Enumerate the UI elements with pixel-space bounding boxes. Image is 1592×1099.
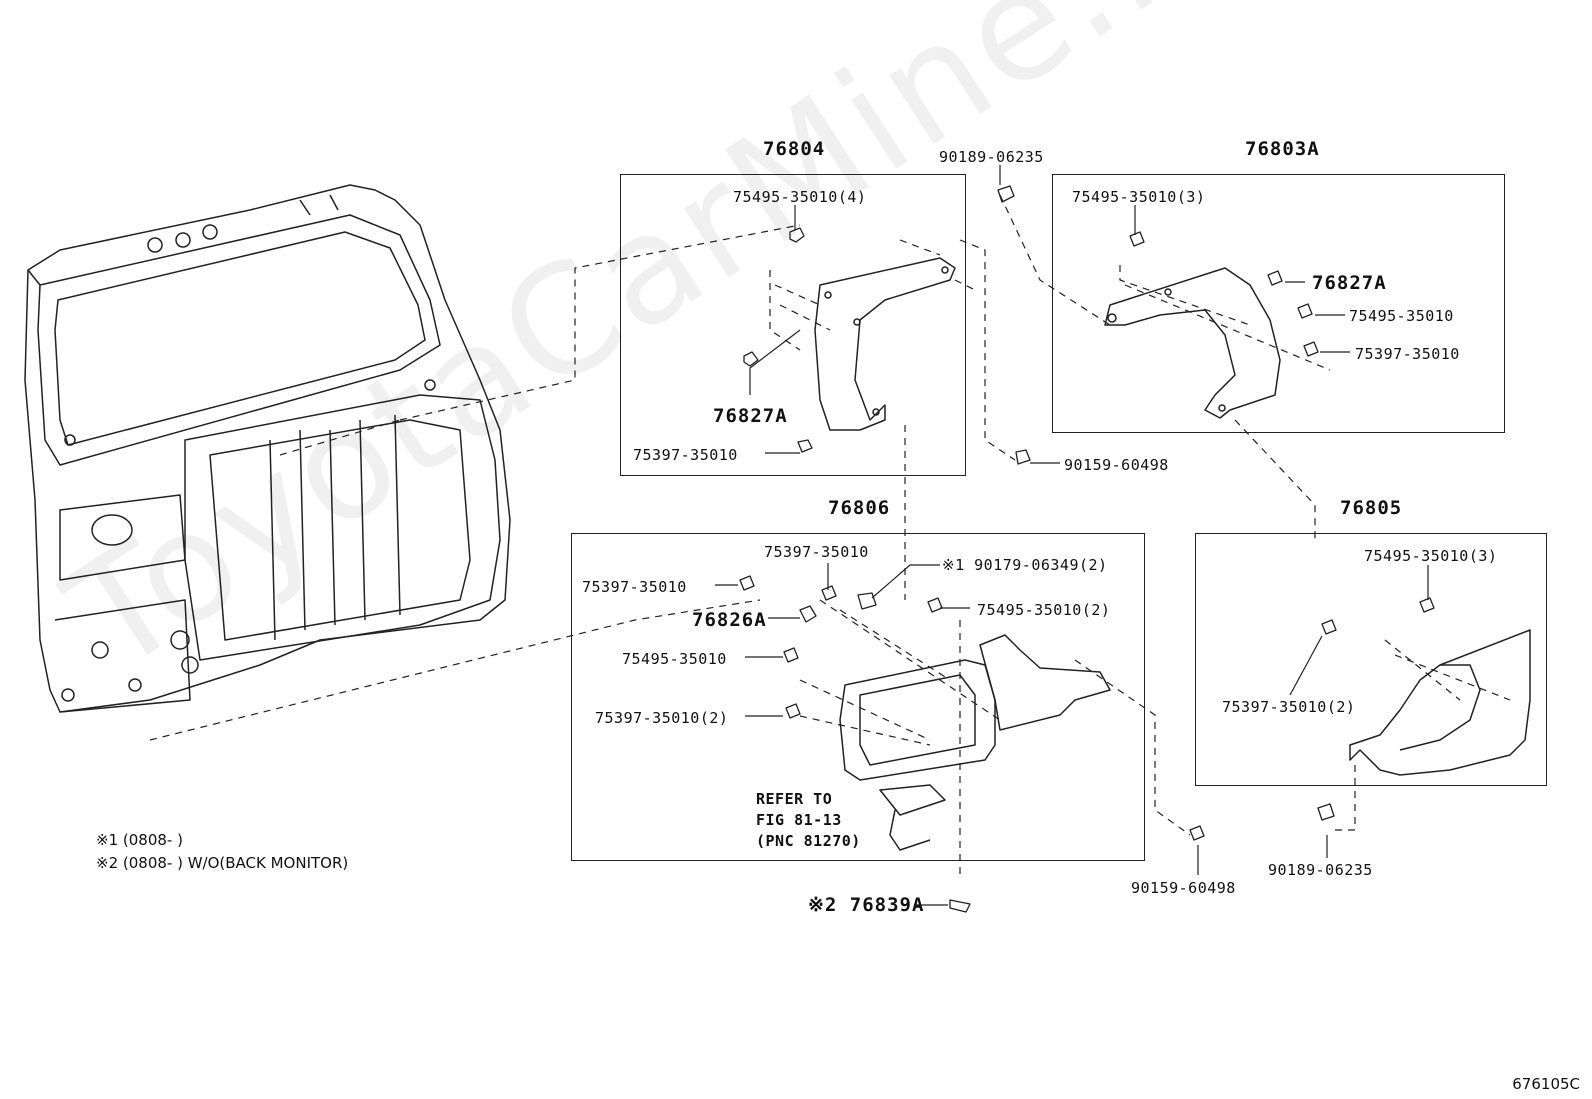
back-door-panel [24, 184, 511, 713]
box-76806 [571, 533, 1145, 861]
title-76805: 76805 [1340, 497, 1403, 519]
label-75495-2: 75495-35010(2) [977, 601, 1111, 619]
label-75397-c2: 75397-35010 [582, 578, 687, 596]
label-90179: ※1 90179-06349(2) [942, 556, 1108, 574]
label-90189-top: 90189-06235 [939, 148, 1044, 166]
refer-line-1: REFER TO [756, 790, 833, 808]
part-76803a-bracket [1104, 267, 1281, 419]
label-90159-mid: 90159-60498 [1064, 456, 1169, 474]
label-75495-3-b: 75495-35010(3) [1364, 547, 1498, 565]
box-76804 [620, 174, 966, 476]
label-75495-c: 75495-35010 [622, 650, 727, 668]
label-75397-c1: 75397-35010 [764, 543, 869, 561]
label-leaders [715, 165, 1429, 906]
label-90159-bot: 90159-60498 [1131, 879, 1236, 897]
box-76805 [1195, 533, 1547, 786]
refer-line-3: (PNC 81270) [756, 832, 861, 850]
label-75495-4: 75495-35010(4) [733, 188, 867, 206]
label-76839a: ※2 76839A [808, 894, 925, 916]
part-76804-bracket [814, 257, 956, 431]
part-76806-garnish [839, 634, 1111, 851]
label-75495-right: 75495-35010 [1349, 307, 1454, 325]
label-76827a-left: 76827A [713, 405, 788, 427]
label-75397-right: 75397-35010 [1355, 345, 1460, 363]
footnote-1: ※1 (0808- ) [96, 831, 183, 849]
label-76826a: 76826A [692, 609, 767, 631]
title-76804: 76804 [763, 138, 826, 160]
label-75397-left: 75397-35010 [633, 446, 738, 464]
title-76803a: 76803A [1245, 138, 1320, 160]
footnote-2: ※2 (0808- ) W/O(BACK MONITOR) [96, 854, 349, 872]
fasteners [739, 185, 1435, 913]
part-76805-cover [1349, 629, 1531, 776]
label-76827a-right: 76827A [1312, 272, 1387, 294]
label-75397-2-b: 75397-35010(2) [1222, 698, 1356, 716]
refer-line-2: FIG 81-13 [756, 811, 842, 829]
leader-lines [149, 194, 1511, 880]
label-75495-3-top: 75495-35010(3) [1072, 188, 1206, 206]
label-90189-bot: 90189-06235 [1268, 861, 1373, 879]
box-76803a [1052, 174, 1505, 433]
title-76806: 76806 [828, 497, 891, 519]
figure-id: 676105C [1512, 1075, 1580, 1093]
label-75397-2: 75397-35010(2) [595, 709, 729, 727]
